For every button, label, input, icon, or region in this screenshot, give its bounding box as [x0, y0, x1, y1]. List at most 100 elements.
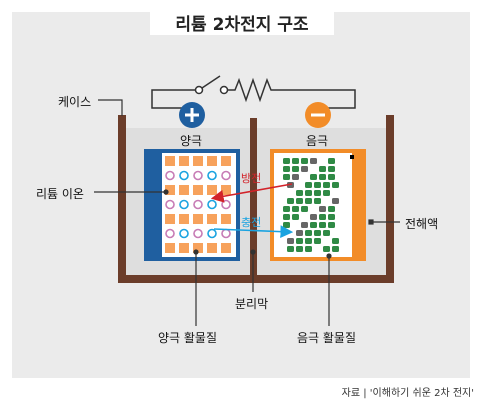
positive-label: 양극 — [180, 134, 203, 148]
graphite-particle — [283, 214, 290, 220]
graphite-particle — [314, 182, 321, 188]
charge-label: 충전 — [241, 216, 262, 229]
graphite-particle — [328, 222, 335, 228]
graphite-particle — [296, 198, 303, 204]
lithium-ion-dot — [179, 170, 189, 181]
case-label: 케이스 — [58, 95, 92, 109]
graphite-particle — [332, 198, 339, 204]
cathode-lattice-block — [221, 185, 231, 195]
graphite-particle — [305, 190, 312, 196]
graphite-particle — [305, 230, 312, 236]
graphite-particle — [319, 214, 326, 220]
positive-active-label: 양극 활물질 — [158, 331, 218, 345]
graphite-particle — [305, 198, 312, 204]
graphite-particle — [287, 198, 294, 204]
separator-label: 분리막 — [235, 297, 269, 311]
cathode-lattice-block — [165, 156, 175, 166]
lithium-ion-dot — [193, 228, 203, 239]
positive-electrode — [144, 149, 240, 261]
diagram-title: 리튬 2차전지 구조 — [175, 15, 309, 35]
graphite-particle — [328, 214, 335, 220]
minus-icon — [305, 102, 331, 128]
graphite-particle — [292, 158, 299, 164]
cathode-lattice-block — [179, 243, 189, 253]
cathode-lattice-block — [179, 185, 189, 195]
graphite-particle — [332, 238, 339, 244]
graphite-particle — [328, 158, 335, 164]
graphite-particle — [296, 246, 303, 252]
cathode-lattice-block — [193, 243, 203, 253]
graphite-particle — [310, 174, 317, 180]
cathode-lattice-block — [207, 243, 217, 253]
graphite-particle — [319, 174, 326, 180]
cathode-lattice-block — [193, 214, 203, 224]
lithium-ion-dot — [207, 228, 217, 239]
graphite-particle — [328, 174, 335, 180]
graphite-particle — [292, 206, 299, 212]
lithium-ion-dot — [207, 170, 217, 181]
graphite-particle — [310, 222, 317, 228]
graphite-particle — [301, 158, 308, 164]
graphite-particle — [283, 174, 290, 180]
graphite-particle — [323, 246, 330, 252]
cathode-lattice-block — [221, 156, 231, 166]
graphite-particle — [314, 230, 321, 236]
graphite-particle — [314, 238, 321, 244]
battery-case — [118, 115, 394, 283]
graphite-particle — [296, 238, 303, 244]
graphite-particle — [314, 198, 321, 204]
cathode-lattice-block — [193, 156, 203, 166]
lithium-ion-dot — [165, 170, 175, 181]
cathode-lattice-block — [165, 214, 175, 224]
graphite-particle — [328, 166, 335, 172]
circuit-wire-right — [275, 89, 356, 109]
charge-arrow — [213, 225, 294, 239]
graphite-particle — [283, 166, 290, 172]
graphite-particle — [292, 174, 299, 180]
cathode-lattice-block — [207, 156, 217, 166]
graphite-particle — [301, 166, 308, 172]
graphite-particle — [314, 190, 321, 196]
cathode-lattice-block — [221, 243, 231, 253]
graphite-particle — [319, 222, 326, 228]
circuit-wire — [151, 89, 195, 109]
lithium-ion-dot — [179, 199, 189, 210]
title-box — [150, 5, 334, 35]
cathode-lattice-block — [165, 185, 175, 195]
graphite-particle — [292, 214, 299, 220]
graphite-particle — [287, 246, 294, 252]
lithium-ion-label: 리튬 이온 — [36, 187, 84, 201]
cathode-lattice-block — [221, 214, 231, 224]
lithium-ion-dot — [207, 199, 217, 210]
graphite-particle — [305, 238, 312, 244]
graphite-particle — [296, 230, 303, 236]
lithium-ion-dot — [193, 199, 203, 210]
switch-icon — [194, 75, 229, 95]
graphite-particle — [301, 222, 308, 228]
graphite-particle — [305, 246, 312, 252]
lithium-ion-dot — [193, 170, 203, 181]
graphite-particle — [332, 182, 339, 188]
graphite-particle — [305, 182, 312, 188]
discharge-arrow — [210, 183, 293, 203]
graphite-particle — [323, 230, 330, 236]
cathode-lattice-block — [207, 185, 217, 195]
graphite-particle — [292, 166, 299, 172]
separator — [250, 118, 257, 275]
lithium-ion-dot — [221, 199, 231, 210]
cathode-lattice-block — [179, 214, 189, 224]
negative-electrode — [270, 149, 366, 261]
cathode-lattice-block — [179, 156, 189, 166]
graphite-particle — [287, 238, 294, 244]
graphite-particle — [319, 166, 326, 172]
lithium-ion-dot — [165, 199, 175, 210]
lithium-ion-dot — [165, 228, 175, 239]
graphite-particle — [319, 206, 326, 212]
graphite-particle — [328, 206, 335, 212]
case-leader — [98, 99, 123, 116]
plus-icon — [179, 102, 205, 128]
graphite-particle — [323, 190, 330, 196]
graphite-particle — [283, 158, 290, 164]
negative-active-label: 음극 활물질 — [297, 331, 357, 345]
